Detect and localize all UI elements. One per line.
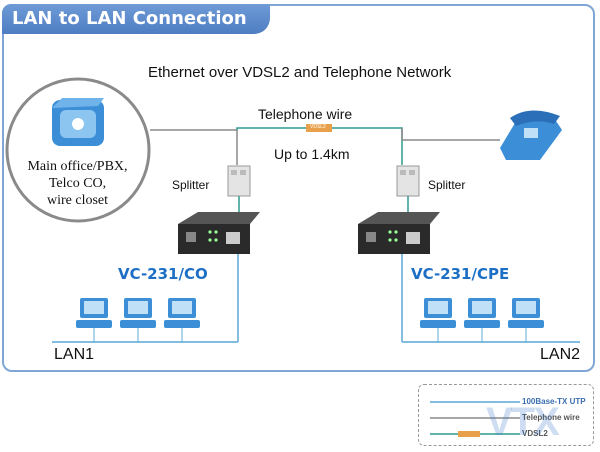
- pbx-icon: [52, 98, 104, 146]
- pc-icon: [420, 298, 456, 328]
- office-label: Main office/PBX, Telco CO, wire closet: [27, 159, 128, 208]
- pc-icon: [164, 298, 200, 328]
- legend-utp-label: 100Base-TX UTP: [522, 397, 586, 406]
- telephone-icon: [500, 110, 562, 160]
- diagram-subtitle: Ethernet over VDSL2 and Telephone Networ…: [148, 64, 452, 81]
- converter-cpe-icon: [358, 212, 440, 254]
- vdsl2-tag-label: VDSL2: [310, 124, 326, 130]
- watermark-logo: VTX: [486, 400, 560, 444]
- office-circle: [5, 77, 151, 223]
- diagram-title: LAN to LAN Connection: [2, 4, 270, 34]
- pc-icon: [508, 298, 544, 328]
- splitter-right-label: Splitter: [428, 178, 466, 192]
- tel-line-office: [150, 129, 238, 165]
- pc-icon: [120, 298, 156, 328]
- pc-icon: [464, 298, 500, 328]
- splitter-left-icon: [227, 165, 251, 197]
- model-co-label: VC-231/CO: [118, 265, 208, 283]
- lan1-label: LAN1: [54, 346, 95, 363]
- distance-label: Up to 1.4km: [274, 146, 350, 162]
- lan2-label: LAN2: [540, 346, 581, 363]
- splitter-right-icon: [396, 165, 420, 197]
- vdsl-tag: [306, 124, 332, 132]
- telephone-wire-label: Telephone wire: [258, 106, 353, 122]
- pc-icon: [76, 298, 112, 328]
- model-cpe-label: VC-231/CPE: [411, 265, 510, 283]
- tel-line-phone: [401, 128, 500, 141]
- legend: [418, 384, 594, 446]
- splitter-left-label: Splitter: [172, 178, 210, 192]
- legend-vdsl-label: VDSL2: [522, 429, 548, 438]
- legend-tel-label: Telephone wire: [522, 413, 580, 422]
- converter-co-icon: [178, 212, 260, 254]
